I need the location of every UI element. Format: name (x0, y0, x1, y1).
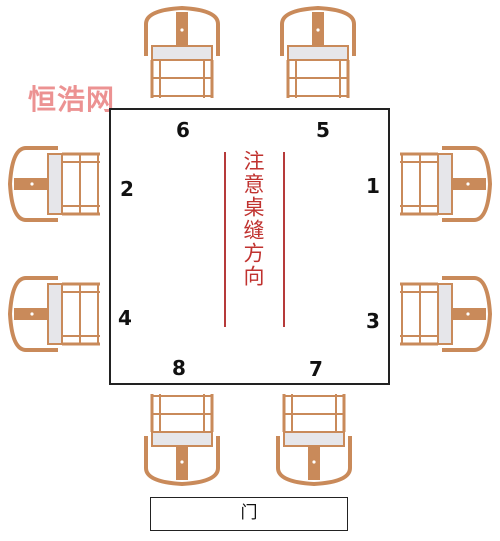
door-box: 门 (150, 497, 348, 531)
seat-number-6: 6 (176, 118, 190, 142)
chair-icon (276, 394, 352, 487)
seam-direction-note: 注意桌缝方向 (241, 150, 265, 288)
chair-seat-4 (6, 272, 102, 356)
seat-number-1: 1 (366, 174, 380, 198)
chair-icon (144, 394, 220, 487)
table-seam-line-right (283, 152, 285, 327)
chair-icon (144, 5, 220, 98)
table-seam-line-left (224, 152, 226, 327)
door-label: 门 (240, 503, 258, 523)
chair-icon (280, 5, 356, 98)
chair-seat-7 (272, 392, 356, 488)
chair-seat-3 (398, 272, 494, 356)
chair-seat-6 (140, 4, 224, 100)
seat-number-7: 7 (309, 357, 323, 381)
chair-seat-5 (276, 4, 360, 100)
chair-seat-8 (140, 392, 224, 488)
watermark-logo: 恒浩网 (28, 83, 116, 116)
seat-number-8: 8 (172, 356, 186, 380)
chair-seat-1 (398, 142, 494, 226)
chair-icon (400, 146, 493, 222)
seat-number-2: 2 (120, 177, 134, 201)
seat-number-5: 5 (316, 118, 330, 142)
chair-icon (7, 276, 100, 352)
chair-icon (400, 276, 493, 352)
square-table (109, 108, 390, 385)
seat-number-3: 3 (366, 309, 380, 333)
seat-number-4: 4 (118, 306, 132, 330)
chair-seat-2 (6, 142, 102, 226)
chair-icon (7, 146, 100, 222)
